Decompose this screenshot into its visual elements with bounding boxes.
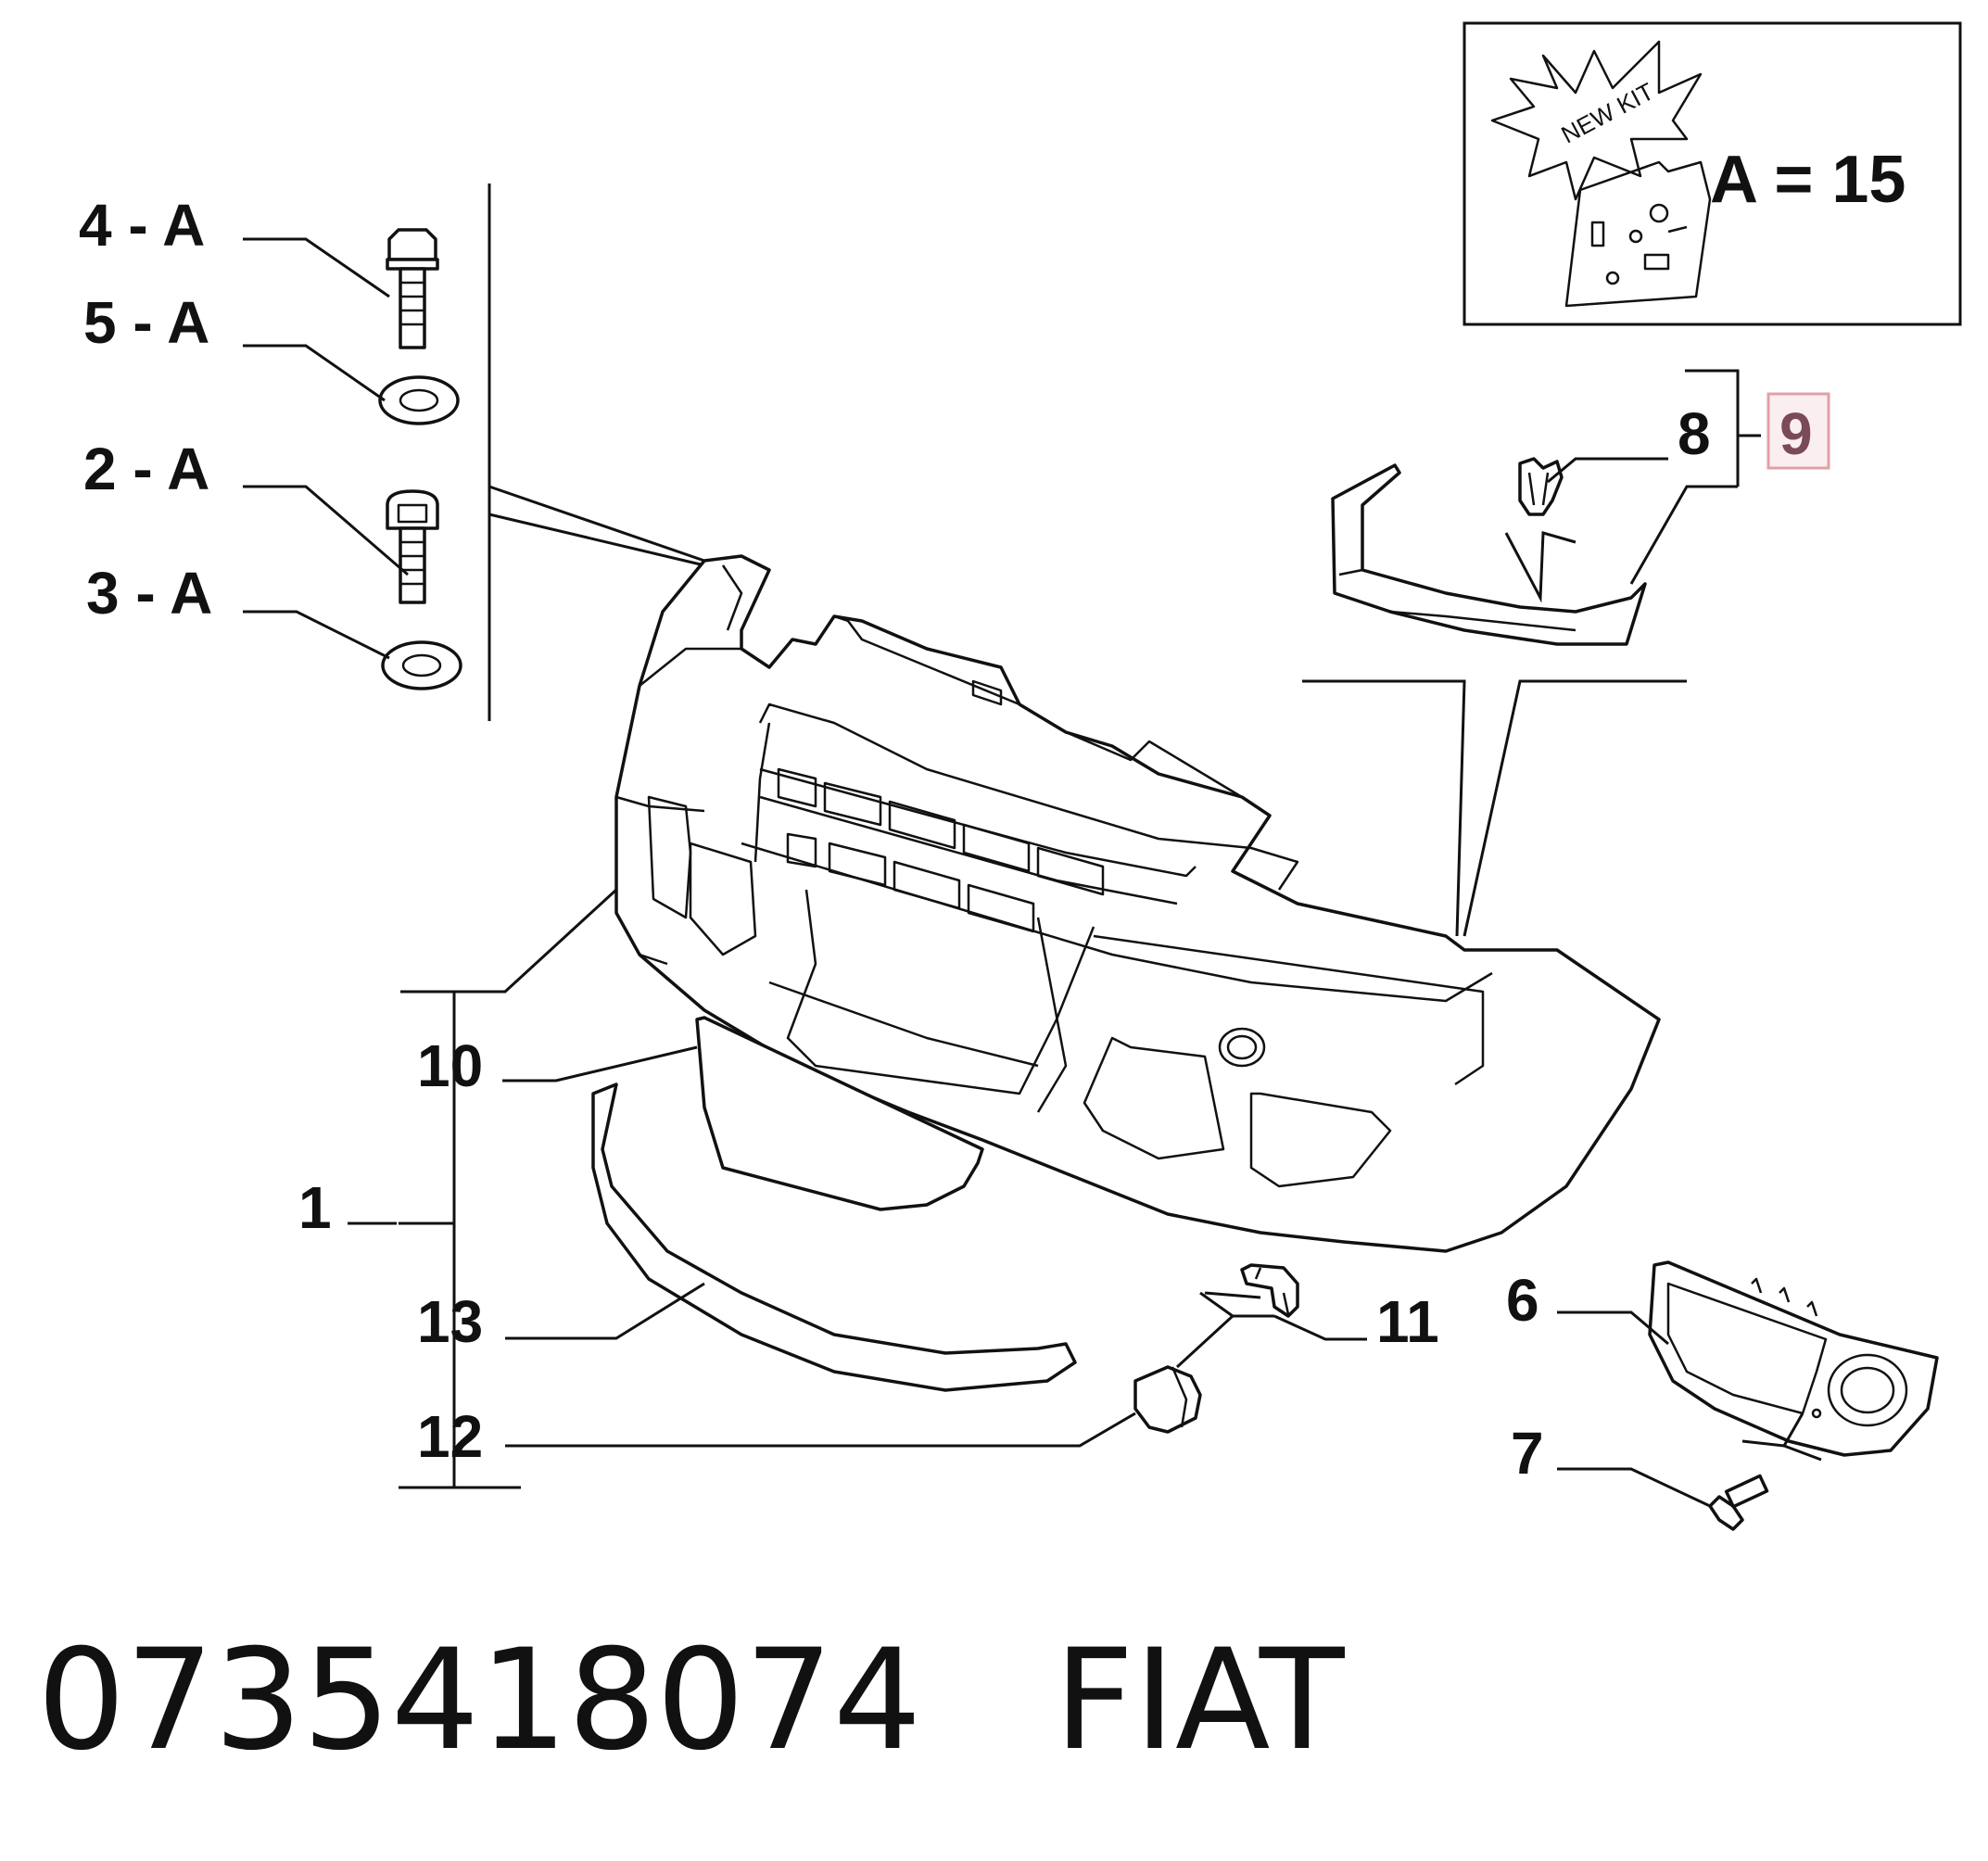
clip-8-icon bbox=[1518, 457, 1564, 516]
callout-1: 1 bbox=[298, 1174, 332, 1241]
washer-5-icon bbox=[378, 375, 460, 425]
callout-7: 7 bbox=[1511, 1420, 1544, 1487]
part-9-highlight bbox=[1766, 392, 1830, 470]
new-kit-star-icon bbox=[1490, 40, 1703, 201]
lower-lip-spoiler-icon bbox=[591, 1082, 1077, 1392]
upper-trim-icon bbox=[1331, 463, 1647, 646]
tow-hook-cap-icon bbox=[1133, 1365, 1202, 1434]
kit-frame bbox=[1463, 21, 1962, 326]
callout-11: 11 bbox=[1376, 1288, 1439, 1355]
callout-8: 8 bbox=[1678, 400, 1711, 467]
lower-mesh-grille-icon bbox=[695, 1016, 984, 1211]
fasteners-group bbox=[378, 184, 705, 721]
callout-10: 10 bbox=[417, 1032, 483, 1099]
fog-light-grille-icon bbox=[1648, 1260, 1939, 1457]
kit-equation: A = 15 bbox=[1710, 143, 1906, 217]
callout-9: 9 bbox=[1779, 400, 1813, 467]
footer-caption: 0735418074 FIAT bbox=[37, 1631, 1345, 1770]
bolt-4-icon bbox=[386, 228, 439, 349]
bolt-2-icon bbox=[386, 489, 439, 604]
part-number: 0735418074 bbox=[37, 1620, 922, 1781]
callout-3-a: 3 - A bbox=[86, 560, 212, 627]
callout-6: 6 bbox=[1506, 1267, 1539, 1334]
brand-name: FIAT bbox=[1054, 1620, 1345, 1781]
callout-5-a: 5 - A bbox=[83, 289, 209, 356]
callout-4-a: 4 - A bbox=[79, 192, 205, 259]
callout-12: 12 bbox=[417, 1403, 483, 1470]
callout-13: 13 bbox=[417, 1288, 483, 1355]
callout-2-a: 2 - A bbox=[83, 436, 209, 502]
kit-box: NEW KIT A = 15 bbox=[1463, 21, 1962, 326]
bracket-11-icon bbox=[1240, 1263, 1299, 1318]
screw-7-icon bbox=[1708, 1474, 1769, 1531]
washer-3-icon bbox=[381, 640, 462, 690]
kit-bag-icon bbox=[1564, 160, 1712, 308]
